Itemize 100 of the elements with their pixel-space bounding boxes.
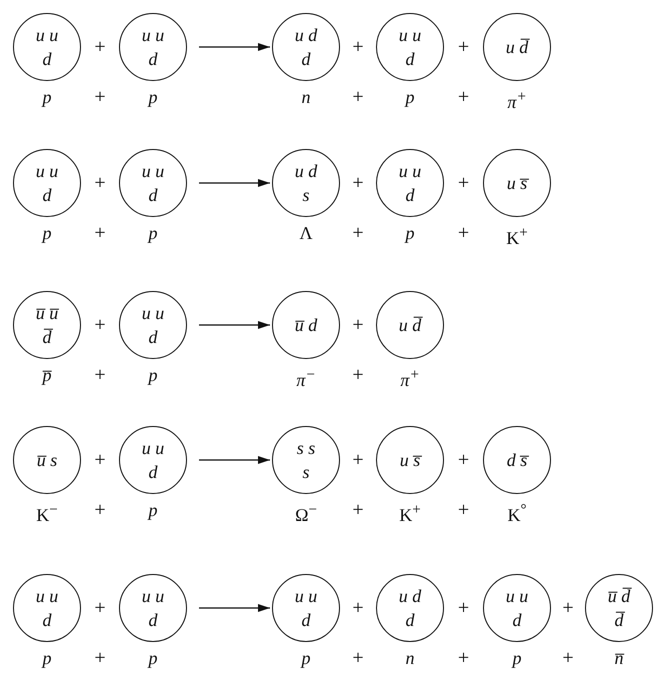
plus-sign: +	[94, 223, 106, 243]
plus-sign: +	[352, 173, 364, 193]
particle-symbol: Λ	[299, 223, 313, 243]
quark-circle	[483, 149, 551, 217]
plus-sign: +	[458, 598, 470, 618]
plus-sign: +	[458, 450, 470, 470]
particle-symbol: p	[42, 648, 52, 668]
quark-symbols: d	[42, 610, 52, 630]
plus-sign: +	[458, 37, 470, 57]
plus-sign: +	[352, 648, 364, 668]
quark-symbols: u d	[294, 25, 318, 45]
quark-symbols: u s̅	[506, 173, 528, 193]
particle-symbol: p	[148, 87, 158, 107]
plus-sign: +	[458, 223, 470, 243]
particle-symbol: p	[148, 223, 158, 243]
particle-symbol: p	[406, 87, 414, 107]
quark-symbols: s	[302, 462, 310, 482]
plus-sign: +	[352, 500, 364, 520]
quark-symbols: u d	[294, 161, 318, 181]
particle-symbol: p	[148, 500, 158, 520]
quark-symbols: d	[148, 462, 158, 482]
quark-symbols: u u	[294, 586, 318, 606]
plus-sign: +	[94, 598, 106, 618]
plus-sign: +	[352, 450, 364, 470]
quark-symbols: s	[302, 185, 310, 205]
plus-sign: +	[94, 87, 106, 107]
quark-symbols: u u	[506, 586, 528, 606]
reaction-arrow	[199, 321, 270, 329]
quark-circle	[13, 13, 81, 81]
particle-symbol: π$^{+}$	[507, 88, 527, 112]
particle-symbol: n	[302, 87, 310, 107]
quark-circle	[272, 13, 340, 81]
quark-circle	[376, 149, 444, 217]
quark-symbols: d	[512, 610, 522, 630]
quark-symbols: d	[148, 49, 158, 69]
quark-symbols: d	[302, 610, 310, 630]
quark-symbols: u u	[36, 25, 58, 45]
plus-sign: +	[458, 173, 470, 193]
reaction-arrow	[199, 456, 270, 464]
quark-circle	[13, 149, 81, 217]
plus-sign: +	[458, 87, 470, 107]
quark-symbols: u u	[398, 25, 422, 45]
particle-symbol: K$^{+}$	[399, 501, 421, 525]
plus-sign: +	[352, 37, 364, 57]
quark-symbols: d̅	[42, 327, 52, 347]
quark-symbols: u u	[142, 438, 164, 458]
particle-symbol: p	[42, 87, 52, 107]
reaction-arrow	[199, 179, 270, 187]
particle-symbol: p	[148, 648, 158, 668]
quark-circle	[119, 426, 187, 494]
particle-symbol: n	[406, 648, 414, 668]
quark-circle	[376, 574, 444, 642]
quark-symbols: d	[406, 185, 414, 205]
quark-circle	[119, 574, 187, 642]
quark-symbols: d	[148, 185, 158, 205]
quark-symbols: u̅ d	[294, 315, 318, 335]
particle-symbol: p	[148, 365, 158, 385]
quark-symbols: u̅ u̅	[36, 303, 58, 323]
quark-symbols: u u	[36, 586, 58, 606]
particle-symbol: π$^{−}$	[296, 366, 316, 390]
quark-symbols: u̅ s	[36, 450, 58, 470]
quark-circle	[272, 149, 340, 217]
quark-circle	[585, 574, 653, 642]
quark-symbols: d̅	[614, 610, 624, 630]
quark-symbols: d	[302, 49, 310, 69]
quark-circle	[376, 291, 444, 359]
quark-symbols: s s	[296, 438, 316, 458]
plus-sign: +	[352, 365, 364, 385]
particle-symbol: p	[42, 223, 52, 243]
plus-sign: +	[94, 500, 106, 520]
particle-symbol: K$^{−}$	[36, 501, 58, 525]
plus-sign: +	[352, 315, 364, 335]
quark-circle	[272, 574, 340, 642]
quark-circle	[119, 149, 187, 217]
quark-circle	[13, 291, 81, 359]
particle-symbol: n̅	[614, 648, 624, 668]
quark-circle	[119, 291, 187, 359]
plus-sign: +	[562, 648, 574, 668]
plus-sign: +	[94, 365, 106, 385]
plus-sign: +	[352, 87, 364, 107]
quark-symbols: d	[42, 185, 52, 205]
quark-symbols: u̅ d̅	[608, 586, 630, 606]
quark-circle	[13, 574, 81, 642]
quark-symbols: u u	[142, 586, 164, 606]
particle-symbol: π$^{+}$	[400, 366, 420, 390]
plus-sign: +	[562, 598, 574, 618]
quark-circle	[483, 13, 551, 81]
plus-sign: +	[94, 450, 106, 470]
reaction-arrow	[199, 43, 270, 51]
particle-symbol: Ω$^{−}$	[295, 501, 317, 525]
plus-sign: +	[352, 223, 364, 243]
plus-sign: +	[352, 598, 364, 618]
quark-symbols: d	[148, 610, 158, 630]
quark-symbols: u d̅	[398, 315, 422, 335]
plus-sign: +	[458, 500, 470, 520]
plus-sign: +	[94, 37, 106, 57]
quark-circle	[483, 574, 551, 642]
quark-symbols: d	[42, 49, 52, 69]
quark-circle	[272, 291, 340, 359]
plus-sign: +	[94, 648, 106, 668]
